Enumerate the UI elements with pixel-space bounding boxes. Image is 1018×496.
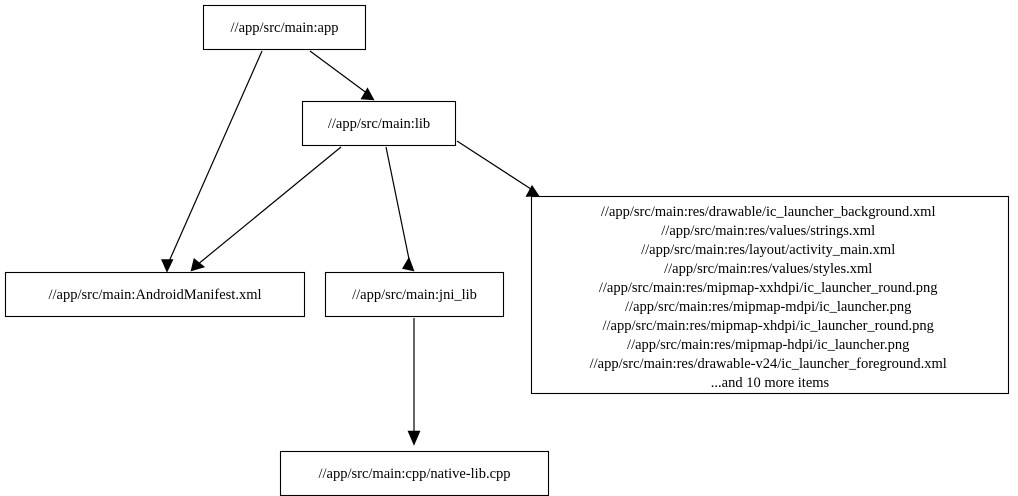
node-android-manifest[interactable]: //app/src/main:AndroidManifest.xml bbox=[4, 271, 306, 318]
edge-app-to-manifest bbox=[161, 50, 263, 273]
edge-lib-to-resources bbox=[456, 140, 540, 197]
node-android-manifest-box[interactable] bbox=[4, 271, 306, 318]
edge-line-lib-to-jni-lib bbox=[385, 146, 411, 265]
node-jni-lib[interactable]: //app/src/main:jni_lib bbox=[324, 271, 505, 318]
arrowhead-lib-to-jni-lib bbox=[402, 256, 415, 272]
node-lib-box[interactable] bbox=[301, 100, 457, 147]
node-lib-label: //app/src/main:lib bbox=[328, 116, 430, 132]
resources-line-9: //app/src/main:res/drawable-v24/ic_launc… bbox=[590, 356, 947, 372]
resources-line-6: //app/src/main:res/mipmap-mdpi/ic_launch… bbox=[625, 299, 911, 315]
resources-line-8: //app/src/main:res/mipmap-hdpi/ic_launch… bbox=[627, 337, 909, 353]
node-resources-label: //app/src/main:res/drawable/ic_launcher_… bbox=[590, 204, 951, 391]
node-jni-lib-label: //app/src/main:jni_lib bbox=[352, 287, 477, 303]
resources-line-10: ...and 10 more items bbox=[711, 375, 830, 391]
resources-line-5: //app/src/main:res/mipmap-xxhdpi/ic_laun… bbox=[599, 280, 938, 296]
edges-layer bbox=[161, 50, 540, 446]
edge-line-app-to-manifest bbox=[166, 50, 263, 267]
node-app-label: //app/src/main:app bbox=[231, 20, 339, 36]
node-jni-lib-box[interactable] bbox=[324, 271, 505, 318]
node-native-lib-cpp-label: //app/src/main:cpp/native-lib.cpp bbox=[318, 466, 510, 482]
node-native-lib-cpp[interactable]: //app/src/main:cpp/native-lib.cpp bbox=[279, 450, 550, 496]
arrowhead-app-to-lib bbox=[360, 87, 375, 101]
arrowhead-lib-to-manifest bbox=[190, 257, 206, 272]
node-android-manifest-label: //app/src/main:AndroidManifest.xml bbox=[48, 287, 261, 303]
node-app-box[interactable] bbox=[202, 4, 367, 51]
resources-line-1: //app/src/main:res/drawable/ic_launcher_… bbox=[601, 204, 936, 220]
edge-line-lib-to-manifest bbox=[196, 146, 342, 266]
nodes-layer: //app/src/main:app //app/src/main:lib //… bbox=[4, 4, 1010, 496]
edge-app-to-lib bbox=[309, 50, 375, 101]
edge-lib-to-manifest bbox=[190, 146, 342, 272]
node-native-lib-cpp-box[interactable] bbox=[279, 450, 550, 496]
arrowhead-app-to-manifest bbox=[161, 259, 174, 273]
node-lib[interactable]: //app/src/main:lib bbox=[301, 100, 457, 147]
arrowhead-jni-lib-to-native-lib bbox=[407, 430, 421, 446]
resources-line-2: //app/src/main:res/values/strings.xml bbox=[661, 223, 875, 239]
edge-lib-to-jni-lib bbox=[385, 146, 415, 272]
node-resources-box[interactable] bbox=[530, 195, 1010, 395]
edge-line-app-to-lib bbox=[309, 50, 369, 95]
resources-line-3: //app/src/main:res/layout/activity_main.… bbox=[641, 242, 895, 258]
edge-line-lib-to-resources bbox=[456, 140, 535, 192]
node-app[interactable]: //app/src/main:app bbox=[202, 4, 367, 51]
resources-line-7: //app/src/main:res/mipmap-xhdpi/ic_launc… bbox=[602, 318, 933, 334]
node-resources[interactable]: //app/src/main:res/drawable/ic_launcher_… bbox=[530, 195, 1010, 395]
edge-jni-lib-to-native-lib bbox=[407, 318, 421, 446]
resources-line-4: //app/src/main:res/values/styles.xml bbox=[664, 261, 872, 277]
